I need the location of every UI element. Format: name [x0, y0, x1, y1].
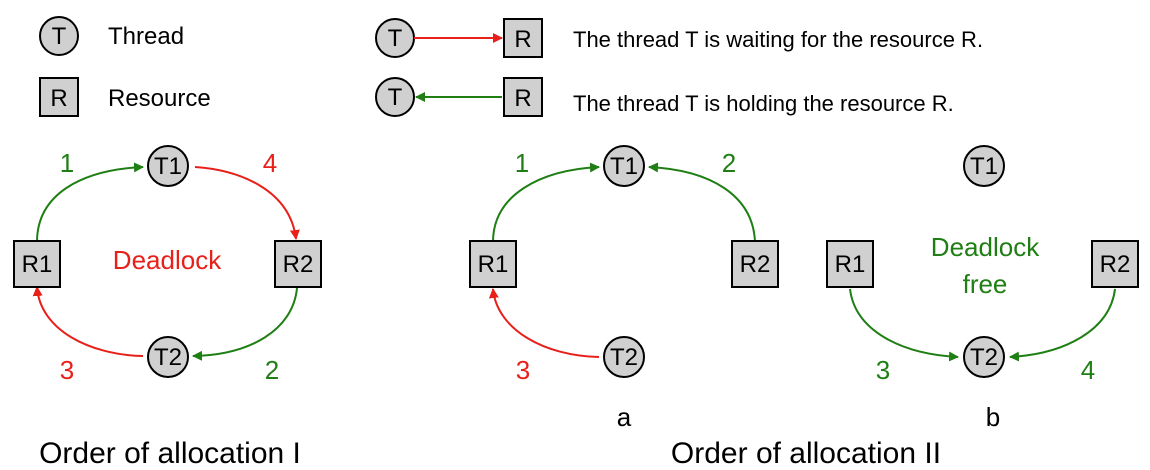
edge-label-3: 3	[60, 355, 74, 385]
diagram-allocation-I: T1 T2 R1 R2 1 4 3 2 Deadlock Order of al…	[13, 145, 322, 470]
caption-allocation-I: Order of allocation I	[39, 437, 301, 470]
resource-node-r2-label: R2	[740, 251, 771, 278]
edge-r2-t2	[192, 287, 298, 361]
edge-label-1: 1	[515, 148, 529, 178]
thread-node-t2	[963, 336, 1005, 378]
thread-legend-label: Thread	[108, 23, 184, 50]
waiting-thread-symbol: T	[388, 25, 403, 52]
resource-node-icon	[39, 77, 79, 117]
thread-node-t1	[603, 145, 645, 187]
holding-thread-node	[375, 77, 415, 117]
holding-thread-symbol: T	[388, 84, 403, 111]
legend: T Thread R Resource T R The thread T is …	[39, 16, 983, 117]
diagram-allocation-II-a: T1 T2 R1 R2 1 2 3 a	[469, 145, 779, 432]
holding-resource-symbol: R	[514, 85, 531, 112]
edge-t2-r1	[32, 286, 144, 357]
legend-thread: T Thread	[39, 16, 184, 56]
thread-node-t2	[603, 336, 645, 378]
resource-node-r1-label: R1	[478, 251, 509, 278]
resource-node-r1-label: R1	[22, 251, 53, 278]
thread-node-t1	[147, 145, 189, 187]
resource-node-r1	[469, 240, 517, 288]
edge-t2-r1	[488, 288, 600, 358]
waiting-description: The thread T is waiting for the resource…	[573, 27, 983, 52]
resource-node-r2	[274, 240, 322, 288]
edge-r1-t1	[492, 162, 600, 243]
resource-node-r2-label: R2	[1100, 251, 1131, 278]
resource-symbol: R	[50, 85, 67, 112]
sub-label-b: b	[986, 402, 1000, 432]
holding-description: The thread T is holding the resource R.	[573, 91, 954, 116]
thread-node-t1-label: T1	[154, 153, 182, 180]
thread-node-t1-label: T1	[610, 153, 638, 180]
resource-node-r1	[826, 240, 874, 288]
legend-resource: R Resource	[39, 77, 211, 117]
edge-r2-t2	[1009, 288, 1116, 362]
thread-node-t2-label: T2	[154, 344, 182, 371]
edge-t1-r2	[194, 166, 300, 240]
edge-label-1: 1	[60, 148, 74, 178]
holding-resource-node	[503, 77, 543, 117]
edge-label-4: 4	[263, 148, 277, 178]
thread-node-t1-label: T1	[970, 153, 998, 180]
legend-holding: T R The thread T is holding the resource…	[375, 77, 954, 117]
edge-label-3: 3	[876, 355, 890, 385]
thread-node-t2-label: T2	[970, 344, 998, 371]
edge-r2-t1	[648, 162, 756, 243]
edge-label-2: 2	[265, 355, 279, 385]
edge-r1-t2	[849, 288, 959, 362]
waiting-resource-symbol: R	[514, 26, 531, 53]
edge-label-4: 4	[1081, 355, 1095, 385]
thread-node-t1	[963, 145, 1005, 187]
thread-node-t2	[147, 336, 189, 378]
edge-label-2: 2	[722, 148, 736, 178]
diagram-allocation-II-b: T1 T2 R1 R2 Deadlock free 3 4 b	[826, 145, 1139, 432]
caption-allocation-II: Order of allocation II	[671, 437, 941, 470]
thread-node-t2-label: T2	[610, 344, 638, 371]
thread-symbol: T	[52, 23, 67, 50]
sub-label-a: a	[617, 402, 632, 432]
edge-label-3: 3	[516, 355, 530, 385]
thread-node-icon	[39, 16, 79, 56]
edge-r1-t1	[36, 162, 144, 243]
resource-legend-label: Resource	[108, 85, 211, 112]
resource-node-r2-label: R2	[283, 251, 314, 278]
resource-node-r2	[1091, 240, 1139, 288]
resource-node-r1-label: R1	[835, 251, 866, 278]
legend-waiting: T R The thread T is waiting for the reso…	[375, 18, 983, 58]
deadlock-free-label-line2: free	[963, 269, 1008, 299]
deadlock-label: Deadlock	[113, 245, 222, 275]
waiting-resource-node	[503, 18, 543, 58]
deadlock-free-label-line1: Deadlock	[931, 232, 1040, 262]
resource-node-r2	[731, 240, 779, 288]
resource-node-r1	[13, 240, 61, 288]
